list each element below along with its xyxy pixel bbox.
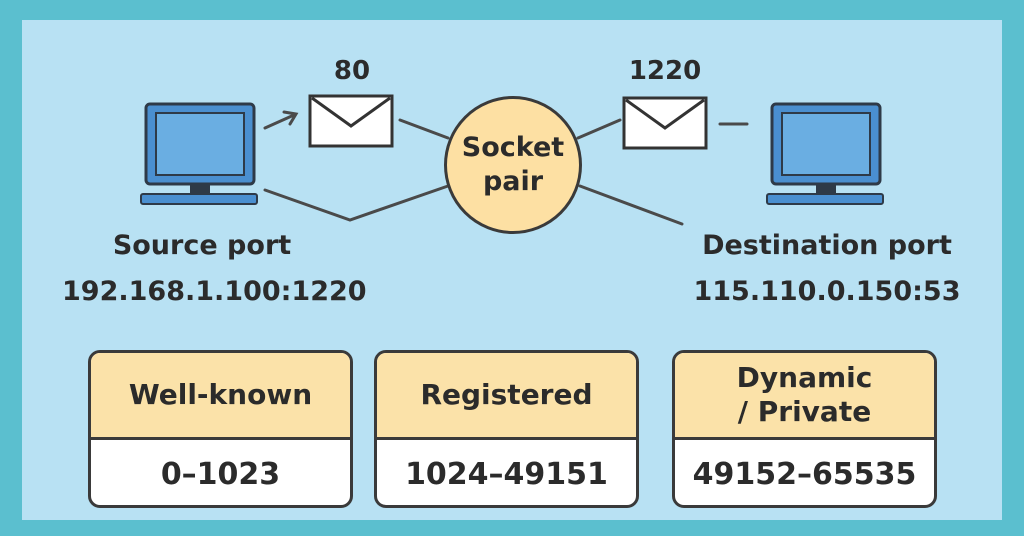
- source-port-label: Source port: [112, 230, 292, 261]
- destination-envelope-port: 1220: [628, 56, 702, 86]
- socket-pair-label-line2: pair: [482, 166, 544, 197]
- connector-line: [578, 184, 684, 226]
- port-range-header: Dynamic / Private: [675, 353, 934, 440]
- connector-line: [398, 118, 450, 140]
- port-range-name: Well-known: [128, 378, 313, 411]
- network-diagram-lines: [140, 94, 884, 226]
- port-range-name: Dynamic: [736, 361, 873, 394]
- destination-computer-icon: [766, 102, 884, 205]
- arrow-head: [282, 110, 299, 126]
- diagram-frame: 80 1220 Socket pair Source port 192.168.…: [22, 20, 1002, 520]
- port-range-value: 49152–65535: [692, 456, 917, 492]
- port-range-header: Registered: [377, 353, 636, 440]
- port-range-header: Well-known: [91, 353, 350, 440]
- port-range-name: Registered: [420, 378, 593, 411]
- source-envelope-icon: [308, 94, 394, 148]
- port-range-value: 0–1023: [160, 456, 281, 492]
- destination-port-label: Destination port: [702, 230, 952, 261]
- port-range-registered: Registered 1024–49151: [374, 350, 639, 508]
- source-port-address: 192.168.1.100:1220: [62, 276, 367, 307]
- destination-port-address: 115.110.0.150:53: [693, 276, 961, 307]
- source-envelope-port: 80: [333, 56, 371, 86]
- port-range-dynamic-private: Dynamic / Private 49152–65535: [672, 350, 937, 508]
- connector-line: [576, 118, 622, 140]
- socket-pair-node: Socket pair: [444, 96, 582, 234]
- port-range-value: 1024–49151: [405, 456, 608, 492]
- source-computer-icon: [140, 102, 258, 205]
- connector-line: [263, 184, 450, 222]
- port-range-well-known: Well-known 0–1023: [88, 350, 353, 508]
- port-range-name-line2: / Private: [737, 395, 872, 428]
- connector-line: [263, 113, 296, 130]
- destination-envelope-icon: [622, 96, 708, 150]
- socket-pair-label-line1: Socket: [461, 132, 565, 163]
